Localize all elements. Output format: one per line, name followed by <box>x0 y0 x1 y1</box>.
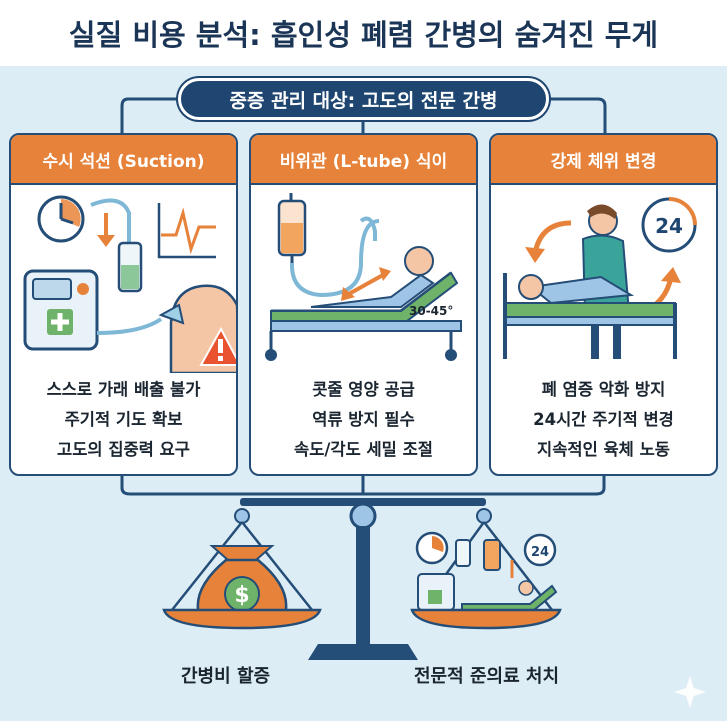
panel-position-change: 강제 체위 변경 24 <box>489 133 718 476</box>
panel-header: 수시 석션 (Suction) <box>11 135 236 185</box>
title-bar: 실질 비용 분석: 흡인성 폐렴 간병의 숨겨진 무게 <box>0 0 727 66</box>
timer-label: 24 <box>655 214 683 238</box>
header-label: 중증 관리 대상: 고도의 전문 간병 <box>229 89 498 112</box>
panel-title: 비위관 (L-tube) 식이 <box>279 151 448 172</box>
panel-text: 콧줄 영양 공급 역류 방지 필수 속도/각도 세밀 조절 <box>251 375 476 465</box>
panel-header: 비위관 (L-tube) 식이 <box>251 135 476 185</box>
double-arrow-icon <box>341 267 391 301</box>
suction-illustration <box>23 195 236 373</box>
sparkle-icon <box>674 676 706 708</box>
hospital-bed-icon <box>265 271 462 361</box>
panel-title: 수시 석션 (Suction) <box>42 151 205 172</box>
panel-title: 강제 체위 변경 <box>550 151 657 172</box>
patient-icon <box>518 274 635 305</box>
timer-24-icon: 24 <box>641 197 697 253</box>
panel-line: 속도/각도 세밀 조절 <box>294 440 433 459</box>
header-pill: 중증 관리 대상: 고도의 전문 간병 <box>178 78 549 120</box>
vital-monitor-icon <box>157 203 216 259</box>
scale-left-chains <box>171 521 313 611</box>
money-symbol: $ <box>234 583 249 608</box>
scale-left-pan <box>162 608 322 630</box>
position-change-illustration: 24 <box>503 197 697 359</box>
page-title: 실질 비용 분석: 흡인성 폐렴 간병의 숨겨진 무게 <box>68 18 659 52</box>
panel-line: 콧줄 영양 공급 <box>312 380 415 399</box>
clock-icon <box>37 195 85 243</box>
panel-line: 스스로 가래 배출 불가 <box>46 380 201 399</box>
scale-right-pan <box>410 608 562 630</box>
panel-text: 스스로 가래 배출 불가 주기적 기도 확보 고도의 집중력 요구 <box>11 375 236 465</box>
angle-label: 30-45° <box>409 304 453 318</box>
down-arrow-icon <box>97 213 115 247</box>
panel-ltube: 비위관 (L-tube) 식이 <box>249 133 478 476</box>
panel-line: 역류 방지 필수 <box>312 410 415 429</box>
scale-left-label: 간병비 할증 <box>181 666 271 687</box>
panel-line: 폐 염증 악화 방지 <box>541 380 666 399</box>
suction-canister-icon <box>117 241 143 293</box>
panel-line: 24시간 주기적 변경 <box>533 410 674 429</box>
curved-arrow-icon <box>525 220 572 263</box>
scale-timer-label: 24 <box>531 545 549 560</box>
panel-line: 지속적인 육체 노동 <box>537 440 670 459</box>
warning-icon <box>199 326 236 366</box>
panel-line: 주기적 기도 확보 <box>64 410 183 429</box>
panel-line: 고도의 집중력 요구 <box>57 440 190 459</box>
medical-equipment-icon: 24 <box>415 531 558 611</box>
panel-header: 강제 체위 변경 <box>491 135 716 185</box>
panel-suction: 수시 석션 (Suction) <box>9 133 238 476</box>
ltube-illustration: 30-45° <box>265 193 462 361</box>
scale-right-label: 전문적 준의료 처치 <box>414 666 560 687</box>
money-bag-icon: $ <box>196 545 288 620</box>
hospital-bed-icon <box>503 273 677 359</box>
scale-beam <box>234 498 492 660</box>
suction-machine-icon <box>23 269 99 351</box>
panel-text: 폐 염증 악화 방지 24시간 주기적 변경 지속적인 육체 노동 <box>491 375 716 465</box>
feeding-bag-icon <box>277 193 307 263</box>
patient-icon <box>310 246 435 308</box>
